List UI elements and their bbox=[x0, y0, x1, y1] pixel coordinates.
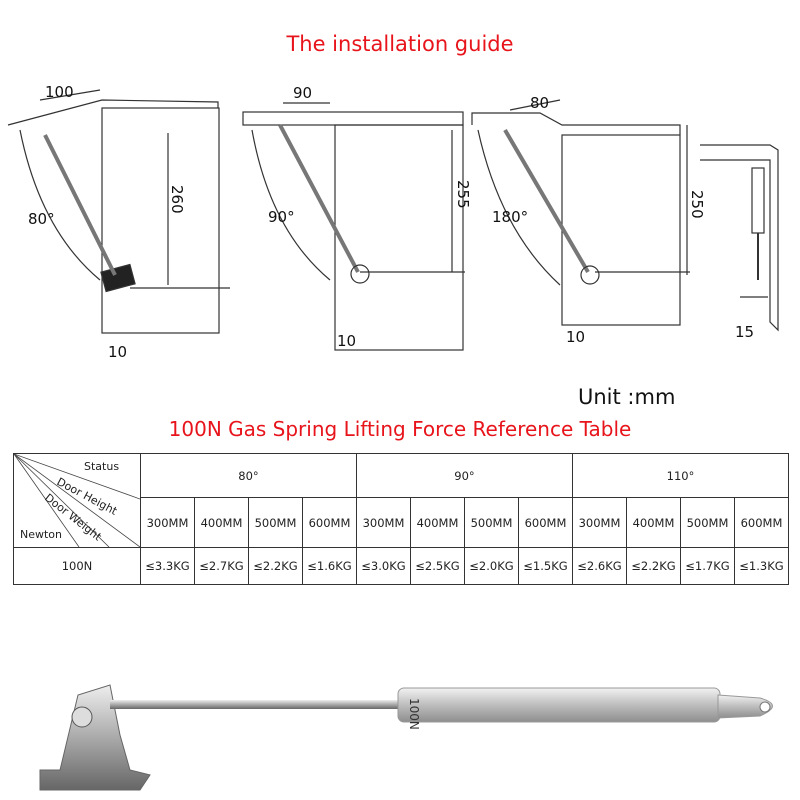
door-weight-cell: ≤2.2KG bbox=[248, 547, 303, 585]
door-height-cell: 400MM bbox=[194, 497, 249, 548]
installation-diagrams: 100 80° 260 10 90 90° 255 10 80 180° 250… bbox=[7, 83, 779, 361]
door-weight-cell: ≤2.2KG bbox=[626, 547, 681, 585]
door-height-cell: 600MM bbox=[302, 497, 357, 548]
door-weight-cell: ≤2.6KG bbox=[572, 547, 627, 585]
width-label: 90 bbox=[293, 84, 312, 102]
door-height-cell: 600MM bbox=[734, 497, 789, 548]
force-reference-table: Status Door Height Door Weight Newton 80… bbox=[13, 453, 789, 585]
angle-header: 110° bbox=[572, 453, 789, 498]
height-label: 255 bbox=[454, 180, 472, 209]
width-label: 100 bbox=[45, 83, 74, 101]
table-title: 100N Gas Spring Lifting Force Reference … bbox=[168, 417, 632, 441]
angle-label: 180° bbox=[492, 208, 528, 226]
row-label: 100N bbox=[13, 547, 141, 585]
offset-label: 10 bbox=[108, 343, 127, 361]
door-height-cell: 600MM bbox=[518, 497, 573, 548]
door-weight-cell: ≤2.7KG bbox=[194, 547, 249, 585]
door-weight-cell: ≤2.0KG bbox=[464, 547, 519, 585]
page-title: The installation guide bbox=[286, 32, 514, 56]
cylinder bbox=[397, 687, 721, 723]
door-weight-cell: ≤1.5KG bbox=[518, 547, 573, 585]
width-label: 80 bbox=[530, 94, 549, 112]
door-height-cell: 300MM bbox=[356, 497, 411, 548]
door-height-cell: 300MM bbox=[572, 497, 627, 548]
angle-label: 90° bbox=[268, 208, 295, 226]
door-height-cell: 400MM bbox=[410, 497, 465, 548]
table-corner-header: Status Door Height Door Weight Newton bbox=[13, 453, 141, 548]
door-height-cell: 300MM bbox=[140, 497, 195, 548]
screw-icon bbox=[71, 706, 93, 728]
door-height-cell: 500MM bbox=[464, 497, 519, 548]
door-height-cell: 500MM bbox=[248, 497, 303, 548]
unit-label: Unit :mm bbox=[578, 385, 676, 409]
door-weight-cell: ≤1.7KG bbox=[680, 547, 735, 585]
door-height-cell: 500MM bbox=[680, 497, 735, 548]
newton-header: Newton bbox=[20, 528, 62, 541]
status-header: Status bbox=[84, 460, 119, 473]
door-weight-cell: ≤3.3KG bbox=[140, 547, 195, 585]
door-weight-cell: ≤1.3KG bbox=[734, 547, 789, 585]
height-label: 250 bbox=[688, 190, 706, 219]
angle-header: 80° bbox=[140, 453, 357, 498]
height-label: 260 bbox=[168, 185, 186, 214]
angle-label: 80° bbox=[28, 210, 55, 228]
offset-label: 10 bbox=[337, 332, 356, 350]
diagram-180-degree: 80 180° 250 10 bbox=[471, 94, 706, 346]
diagram-90-degree: 90 90° 255 10 bbox=[242, 84, 472, 351]
angle-header: 90° bbox=[356, 453, 573, 498]
end-eyelet bbox=[717, 694, 773, 719]
door-height-cell: 400MM bbox=[626, 497, 681, 548]
diagram-side-view: 15 bbox=[700, 144, 779, 341]
door-weight-cell: ≤2.5KG bbox=[410, 547, 465, 585]
offset-label: 15 bbox=[735, 323, 754, 341]
mounting-bracket bbox=[39, 684, 151, 791]
door-weight-cell: ≤1.6KG bbox=[302, 547, 357, 585]
diagram-80-degree: 100 80° 260 10 bbox=[7, 83, 230, 361]
piston-rod bbox=[110, 700, 400, 709]
offset-label: 10 bbox=[566, 328, 585, 346]
door-weight-cell: ≤3.0KG bbox=[356, 547, 411, 585]
gas-spring-product-image: 100N bbox=[39, 684, 773, 791]
product-force-label: 100N bbox=[407, 698, 421, 730]
